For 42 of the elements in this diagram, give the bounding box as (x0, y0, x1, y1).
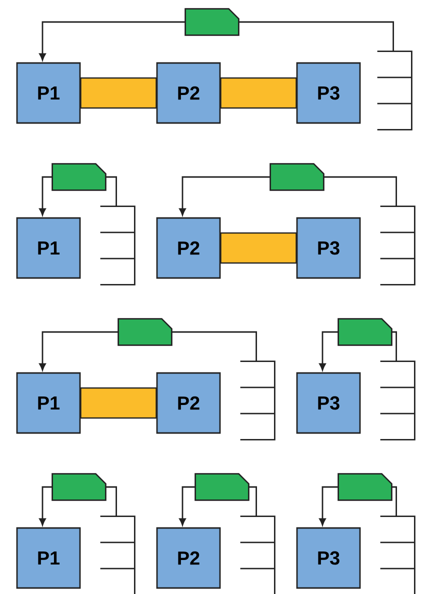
arrow (39, 331, 118, 371)
queue-symbol (380, 516, 416, 594)
arrow (319, 486, 338, 526)
connecting-bar (220, 232, 297, 264)
arrow (39, 486, 52, 526)
connecting-bar (80, 77, 157, 109)
connecting-bar (80, 387, 157, 419)
process-box: P2 (156, 372, 221, 434)
tag-shape (194, 473, 250, 501)
queue-symbol (380, 206, 416, 286)
tag-shape (184, 8, 240, 36)
process-box: P3 (296, 62, 361, 124)
tag-shape (118, 318, 172, 346)
arrow (179, 176, 270, 216)
process-box: P3 (296, 527, 361, 589)
process-box: P2 (156, 217, 221, 279)
arrow (39, 176, 52, 216)
tag-shape (338, 473, 392, 501)
tag-shape (270, 163, 324, 191)
process-box: P1 (16, 527, 81, 589)
tag-shape (52, 473, 106, 501)
tag-shape (338, 318, 392, 346)
process-box: P1 (16, 62, 81, 124)
queue-symbol (377, 50, 412, 130)
arrow (106, 176, 117, 206)
queue-symbol (100, 516, 136, 594)
arrow (39, 21, 186, 61)
process-box: P3 (296, 372, 361, 434)
arrow (319, 331, 338, 371)
queue-symbol (380, 360, 416, 440)
process-box: P3 (296, 217, 361, 279)
process-box: P1 (16, 372, 81, 434)
queue-symbol (240, 516, 276, 594)
process-box: P2 (156, 527, 221, 589)
process-box: P2 (156, 62, 221, 124)
tag-shape (52, 163, 106, 191)
arrow (179, 486, 196, 526)
process-box: P1 (16, 217, 81, 279)
connecting-bar (220, 77, 297, 109)
arrow (106, 486, 117, 516)
queue-symbol (100, 206, 136, 286)
queue-symbol (240, 360, 276, 440)
